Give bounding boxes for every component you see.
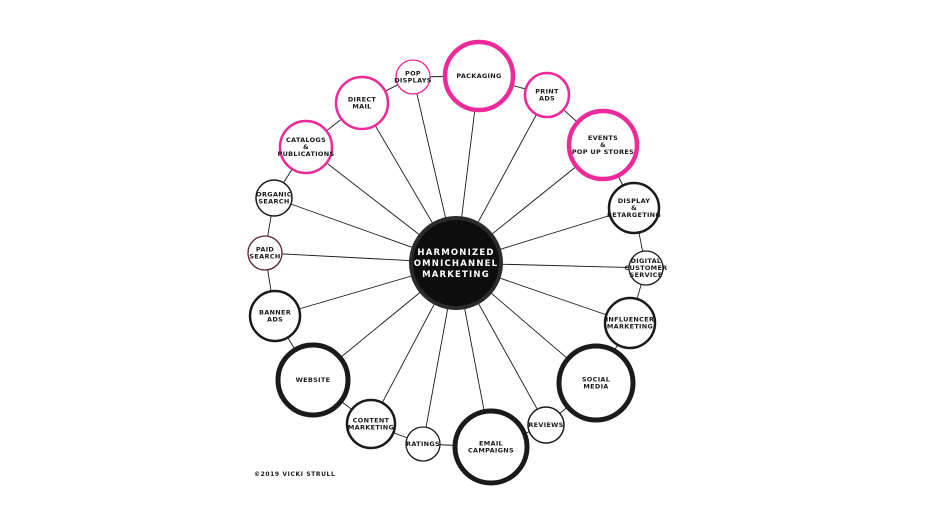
node-label-banner-ads: BANNER (259, 309, 291, 317)
node-circle-print-ads (523, 71, 571, 119)
node-label-digital-customer-service: CUSTOMER (624, 264, 667, 272)
node-label-content-marketing: CONTENT (353, 417, 390, 425)
node-label-pop-displays: DISPLAYS (394, 77, 432, 85)
node-label-direct-mail: MAIL (352, 103, 371, 111)
node-label-catalogs-publications: PUBLICATIONS (278, 150, 335, 158)
node-label-packaging: PACKAGING (456, 72, 501, 80)
node-label-digital-customer-service: SERVICE (630, 271, 663, 279)
node-label-pop-displays: POP (405, 70, 421, 78)
node-website: WEBSITE (275, 342, 351, 418)
center-label-line: HARMONIZED (417, 248, 494, 258)
node-label-social-media: MEDIA (583, 383, 608, 391)
node-label-digital-customer-service: DIGITAL (631, 257, 662, 265)
center-hub-circle (413, 220, 499, 306)
node-circle-website (275, 342, 351, 418)
node-label-display-retargeting: DISPLAY (618, 197, 651, 205)
node-events-pop-up-stores: EVENTS&POP UP STORES (566, 108, 640, 182)
node-label-influencer-marketing: INFLUENCER (606, 316, 655, 324)
node-circle-paid-search (247, 235, 283, 271)
node-packaging: PACKAGING (442, 39, 516, 113)
node-label-display-retargeting: & (631, 204, 637, 212)
node-label-events-pop-up-stores: EVENTS (588, 134, 618, 142)
node-label-direct-mail: DIRECT (348, 96, 377, 104)
node-label-influencer-marketing: MARKETING (607, 323, 653, 331)
node-circle-direct-mail (334, 75, 390, 131)
copyright-text: ©2019 VICKI STRULL (254, 471, 336, 478)
node-circle-email-campaigns (452, 408, 530, 486)
node-label-display-retargeting: RETARGETING (607, 211, 661, 219)
node-circle-events-pop-up-stores (566, 108, 640, 182)
node-circle-influencer-marketing (603, 296, 657, 350)
node-label-reviews: REVIEWS (528, 421, 563, 429)
node-label-organic-search: SEARCH (258, 198, 289, 206)
node-circle-organic-search (255, 179, 293, 217)
center-label-line: OMNICHANNEL (414, 259, 499, 269)
node-label-social-media: SOCIAL (582, 376, 610, 384)
node-circle-ratings (405, 426, 441, 462)
node-ratings: RATINGS (405, 426, 441, 462)
node-label-content-marketing: MARKETING (348, 424, 394, 432)
node-label-paid-search: SEARCH (249, 253, 280, 261)
node-label-organic-search: ORGANIC (256, 191, 292, 199)
node-display-retargeting: DISPLAY&RETARGETING (607, 181, 661, 235)
node-label-print-ads: ADS (539, 95, 555, 103)
node-catalogs-publications: CATALOGS&PUBLICATIONS (278, 119, 335, 175)
node-label-website: WEBSITE (296, 376, 331, 384)
node-label-email-campaigns: CAMPAIGNS (468, 447, 514, 455)
node-circle-pop-displays (395, 59, 431, 95)
node-reviews: REVIEWS (527, 406, 565, 444)
node-label-banner-ads: ADS (267, 316, 283, 324)
center-label-line: MARKETING (422, 270, 490, 280)
node-label-events-pop-up-stores: POP UP STORES (572, 148, 634, 156)
node-circle-catalogs-publications (278, 119, 334, 175)
node-circle-reviews (527, 406, 565, 444)
node-circle-packaging (442, 39, 516, 113)
node-label-print-ads: PRINT (535, 88, 559, 96)
node-circle-display-retargeting (607, 181, 661, 235)
node-circle-content-marketing (345, 398, 397, 450)
node-circle-digital-customer-service (628, 250, 664, 286)
node-label-ratings: RATINGS (406, 440, 440, 448)
node-label-catalogs-publications: CATALOGS (286, 136, 326, 144)
node-label-email-campaigns: EMAIL (479, 440, 503, 448)
node-circle-banner-ads (248, 289, 302, 343)
node-label-paid-search: PAID (256, 246, 275, 254)
node-label-events-pop-up-stores: & (600, 141, 606, 149)
node-circle-social-media (556, 343, 636, 423)
node-label-catalogs-publications: & (303, 143, 309, 151)
